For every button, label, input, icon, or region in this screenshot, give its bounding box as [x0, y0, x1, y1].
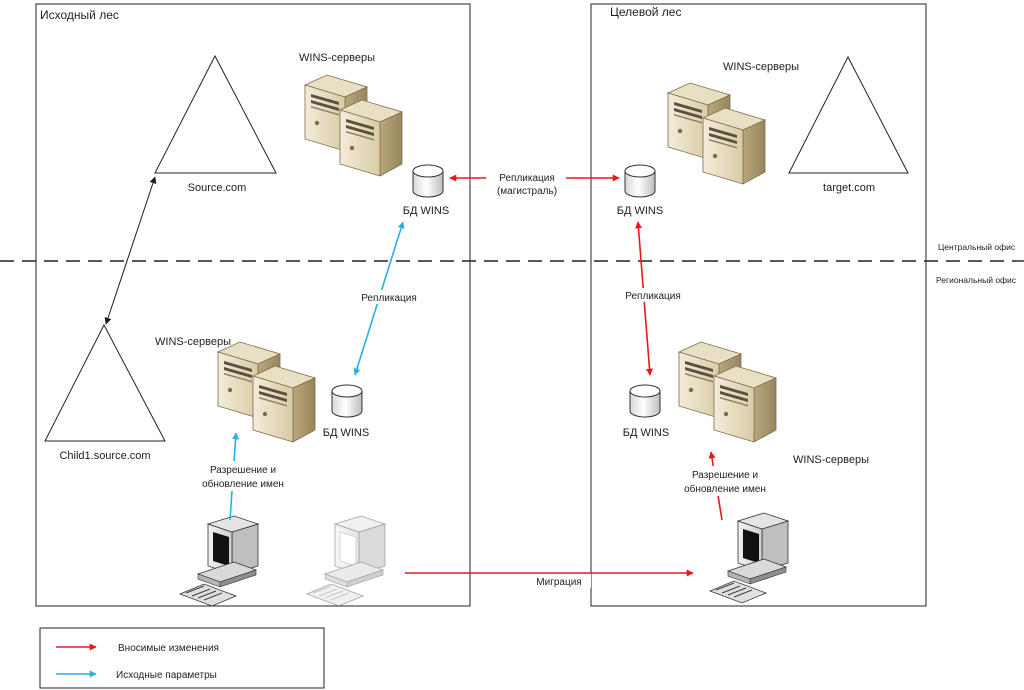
- target-forest-frame: [590, 3, 927, 607]
- child-domain-triangle: [44, 323, 166, 442]
- source-wins-server-bottom-2: [252, 365, 316, 443]
- source-replication-label: Репликация: [361, 293, 417, 304]
- target-domain-triangle: [788, 55, 909, 174]
- source-resolution-label-2: обновление имен: [202, 478, 284, 490]
- target-domain-label: target.com: [823, 182, 875, 194]
- source-replication-label-bg: [356, 290, 422, 304]
- target-wins-db-top-icon: [624, 164, 656, 198]
- regional-office-label: Региональный офис: [936, 275, 1017, 285]
- source-domain-label: Source.com: [188, 182, 247, 194]
- source-wins-db-top-icon: [412, 164, 444, 198]
- target-resolution-label-2: обновление имен: [684, 483, 766, 495]
- source-forest-title: Исходный лес: [40, 8, 119, 22]
- target-replication-label: Репликация: [625, 291, 681, 302]
- source-wins-db-bottom-icon: [331, 384, 363, 418]
- source-domain-triangle: [154, 54, 277, 174]
- domain-trust-arrow: [104, 176, 157, 325]
- source-wins-servers-bottom-label: WINS-серверы: [155, 336, 231, 348]
- backbone-replication-label-2: (магистраль): [497, 186, 557, 197]
- source-forest-frame: [35, 3, 471, 607]
- legend-box: [39, 627, 325, 689]
- target-resolution-label-1: Разрешение и: [692, 470, 758, 481]
- source-client-workstation: [179, 515, 259, 607]
- source-wins-db-bottom-label: БД WINS: [323, 427, 369, 439]
- target-client-workstation: [709, 512, 789, 604]
- source-wins-servers-top-label: WINS-серверы: [299, 52, 375, 64]
- legend-changes-label: Вносимые изменения: [118, 643, 219, 654]
- target-resolution-label-bg: [677, 466, 773, 496]
- target-replication-label-bg: [620, 288, 686, 302]
- target-forest-title: Целевой лес: [610, 5, 681, 19]
- target-wins-server-top-2: [702, 107, 766, 185]
- target-wins-server-bottom-2: [713, 365, 777, 443]
- target-wins-servers-bottom-label: WINS-серверы: [793, 454, 869, 466]
- backbone-label-bg: [486, 168, 566, 198]
- target-wins-servers-top-label: WINS-серверы: [723, 61, 799, 73]
- migration-label: Миграция: [536, 577, 581, 588]
- target-wins-db-bottom-label: БД WINS: [623, 427, 669, 439]
- source-resolution-label-bg: [196, 461, 292, 491]
- central-office-label: Центральный офис: [938, 242, 1016, 252]
- target-wins-db-bottom-icon: [629, 384, 661, 418]
- target-wins-db-top-label: БД WINS: [617, 205, 663, 217]
- child-domain-label: Child1.source.com: [59, 450, 150, 462]
- source-wins-server-top-2: [339, 99, 403, 177]
- migration-label-bg: [527, 574, 591, 588]
- backbone-replication-label-1: Репликация: [499, 173, 555, 184]
- migrated-client-ghost: [306, 515, 386, 607]
- legend-original-label: Исходные параметры: [116, 670, 217, 681]
- source-wins-db-top-label: БД WINS: [403, 205, 449, 217]
- source-resolution-label-1: Разрешение и: [210, 465, 276, 476]
